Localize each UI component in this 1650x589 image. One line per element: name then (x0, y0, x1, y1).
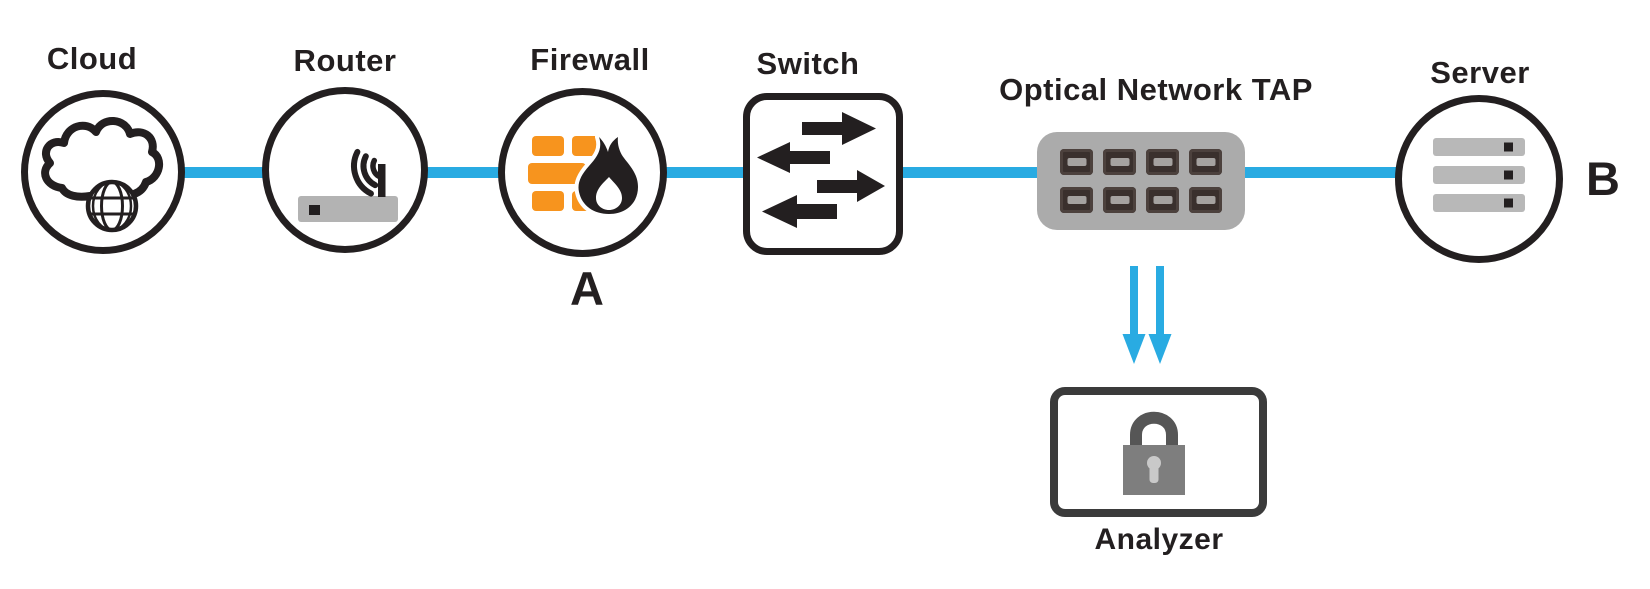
padlock-icon (1117, 403, 1191, 495)
switch-arrows-icon (750, 100, 896, 248)
server-rack-unit (1433, 194, 1525, 212)
cloud-globe-icon (38, 110, 168, 234)
cloud-label: Cloud (46, 41, 138, 76)
server-rack-unit (1433, 138, 1525, 156)
endpoint-a-label: A (570, 262, 604, 315)
cloud-node (21, 90, 185, 254)
firewall-brick-flame-icon (527, 134, 643, 215)
tap-port (1103, 149, 1136, 175)
tap-port (1103, 187, 1136, 213)
tap-port (1146, 187, 1179, 213)
server-led (1504, 142, 1513, 152)
server-node (1395, 95, 1563, 263)
server-stack-icon (1433, 138, 1525, 212)
tap-port (1189, 187, 1222, 213)
analyzer-node (1050, 387, 1267, 517)
server-led (1504, 198, 1513, 208)
tap-port (1060, 149, 1093, 175)
tap-label: Optical Network TAP (999, 72, 1313, 107)
endpoint-b-label: B (1586, 152, 1620, 205)
server-rack-unit (1433, 166, 1525, 184)
server-led (1504, 170, 1513, 180)
firewall-label: Firewall (530, 42, 650, 77)
wireless-router-icon (296, 134, 406, 226)
firewall-node (498, 88, 667, 257)
analyzer-label: Analyzer (1094, 523, 1224, 556)
tap-port (1146, 149, 1179, 175)
switch-label: Switch (756, 46, 860, 81)
tap-port (1189, 149, 1222, 175)
server-label: Server (1430, 55, 1530, 90)
tap-node (1037, 132, 1245, 230)
tap-port (1060, 187, 1093, 213)
tap-ports-icon (1060, 149, 1222, 213)
router-label: Router (293, 43, 397, 78)
tap-to-analyzer-arrows (1117, 266, 1177, 366)
switch-node (743, 93, 903, 255)
router-node (262, 87, 428, 253)
